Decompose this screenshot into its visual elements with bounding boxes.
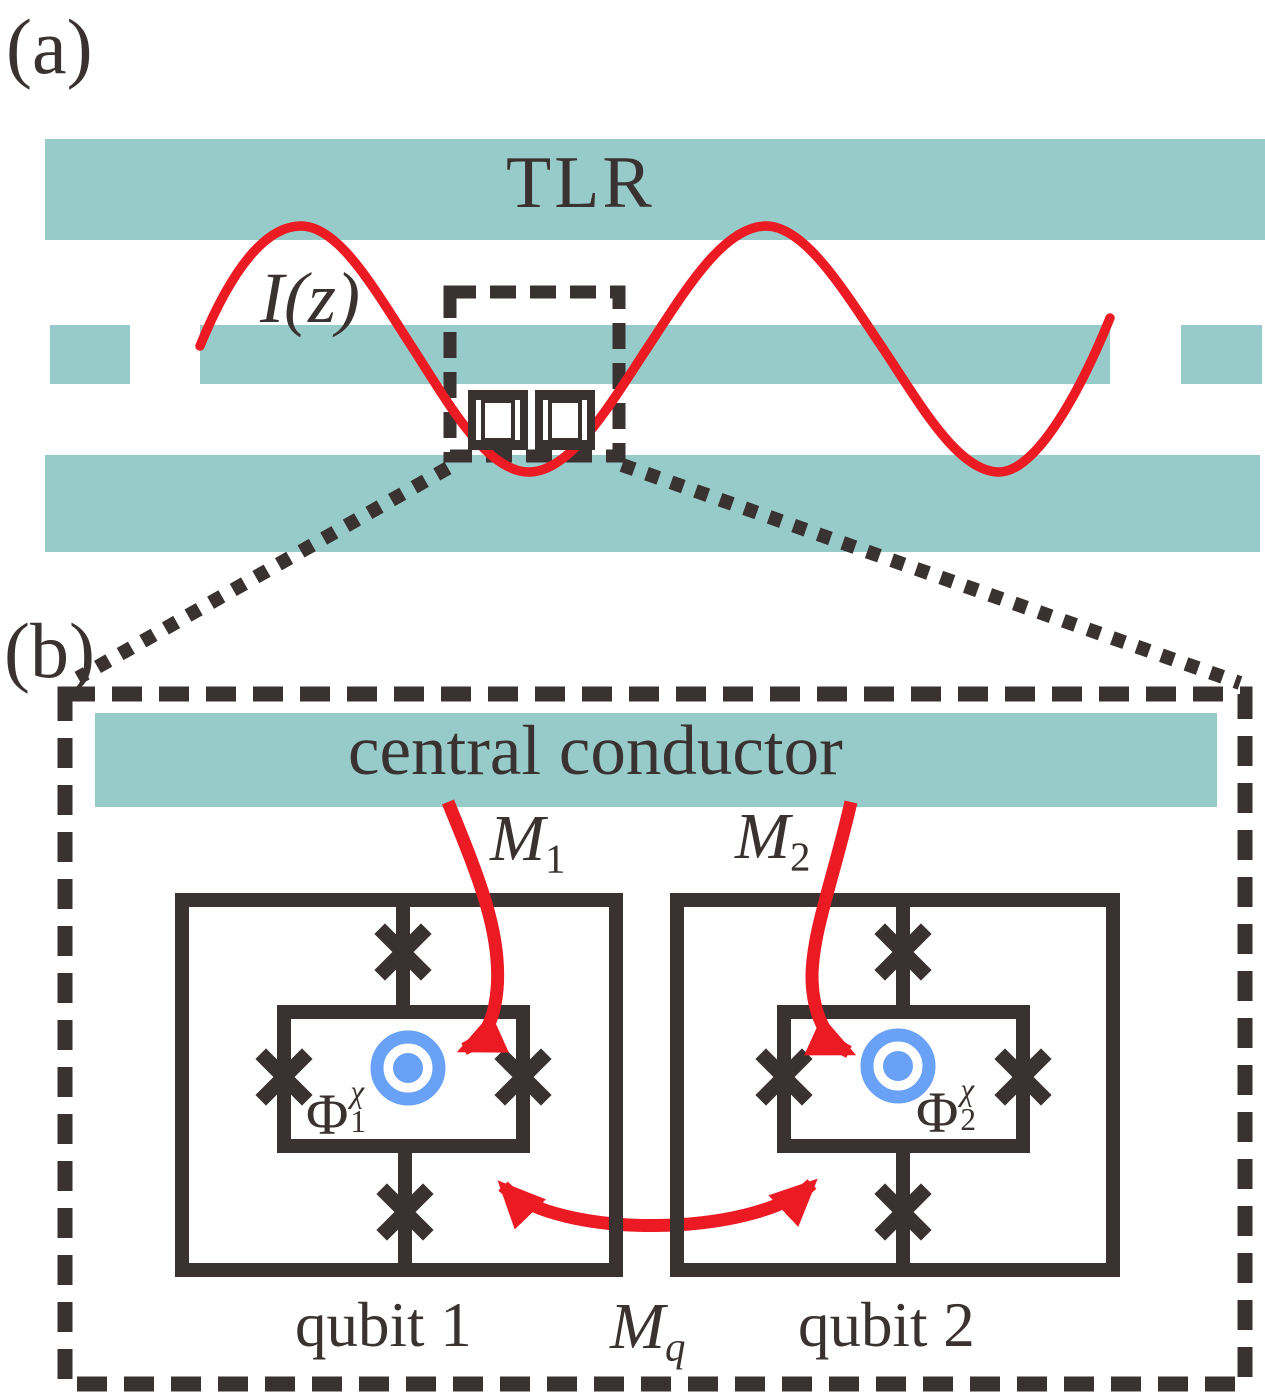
- tlr-label: TLR: [506, 142, 655, 224]
- josephson-junction-icon: [874, 1183, 932, 1241]
- current-mode-label: I(z): [260, 258, 360, 338]
- current-standing-wave: [195, 221, 1115, 477]
- phi2-sub: 2: [960, 1101, 977, 1137]
- central-conductor-label: central conductor: [348, 712, 843, 790]
- panel-a: [45, 139, 1265, 690]
- m1-label: M1: [490, 806, 565, 880]
- josephson-junction-icon: [755, 1048, 813, 1106]
- phi2-sup: χ: [960, 1072, 975, 1107]
- qubit1-junctions: [255, 923, 552, 1241]
- mq-label: Mq: [610, 1294, 685, 1368]
- m2-sub: 2: [789, 834, 811, 880]
- qubit1-label: qubit 1: [295, 1290, 472, 1360]
- josephson-junction-icon: [994, 1048, 1052, 1106]
- phi1-sup: χ: [350, 1074, 365, 1109]
- phi1-base: Φ: [306, 1082, 349, 1147]
- m1-sub: 1: [544, 836, 566, 882]
- central-conductor-bar: [95, 713, 1217, 807]
- flux-out-of-plane-icon: [860, 1028, 936, 1104]
- tlr-top-strip: [45, 139, 1265, 240]
- zoom-connector-left: [74, 461, 452, 685]
- mq-coupling-arrow: [497, 1178, 818, 1232]
- tlr-center-strip-left-stub: [50, 325, 130, 384]
- zoom-connector-right: [619, 458, 1243, 690]
- m2-base: M: [735, 800, 790, 873]
- mini-qubit-icon: [468, 390, 528, 450]
- qubit2-label: qubit 2: [798, 1290, 975, 1360]
- zoom-region-box: [443, 285, 626, 463]
- flux-out-of-plane-icon: [370, 1030, 446, 1106]
- panel-b-label: (b): [4, 607, 95, 694]
- josephson-junction-icon: [374, 923, 432, 981]
- josephson-junction-icon: [494, 1048, 552, 1106]
- m1-base: M: [490, 802, 545, 875]
- josephson-junction-icon: [874, 923, 932, 981]
- josephson-junction-icon: [376, 1183, 434, 1241]
- panel-b-border: [57, 686, 1253, 1392]
- phi2-base: Φ: [916, 1080, 959, 1145]
- panel-b: [57, 686, 1253, 1392]
- mini-qubit-icon: [535, 390, 595, 450]
- panel-a-label: (a): [6, 3, 93, 90]
- mq-sub: q: [664, 1324, 686, 1370]
- mq-base: M: [610, 1290, 665, 1363]
- qubit2-junctions: [755, 923, 1052, 1241]
- phi1-sub: 1: [350, 1103, 367, 1139]
- m1-coupling-arrow: [441, 799, 509, 1055]
- josephson-junction-icon: [255, 1048, 313, 1106]
- qubit2-outer-loop: [670, 893, 1120, 1277]
- m2-coupling-arrow: [804, 800, 858, 1058]
- tlr-center-strip-right-stub: [1181, 325, 1262, 384]
- m2-label: M2: [735, 804, 810, 878]
